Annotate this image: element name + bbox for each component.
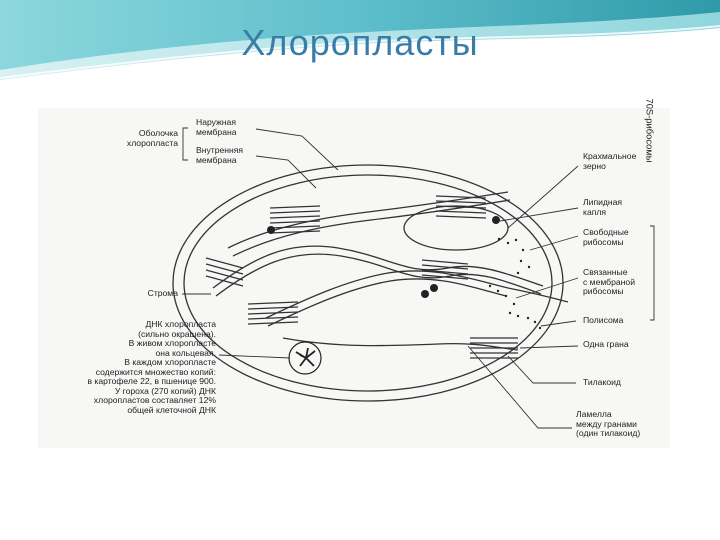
lamella-middle [212,245,544,289]
header-wave-decoration [0,0,720,80]
label-inner-membrane: Внутренняя мембрана [196,145,244,165]
label-lipid-droplet: Липидная капля [583,197,623,217]
chloroplast-diagram: Оболочка хлоропласта Наружная мембрана В… [38,108,670,448]
grana [205,195,518,359]
lamella-lower [265,270,569,319]
inner-membrane [183,174,553,392]
slide-title: Хлоропласты [241,22,479,63]
leader-lines [182,127,655,429]
label-dna: ДНК хлоропласта (сильно окрашена). В жив… [87,319,216,415]
label-free-ribosomes: Свободные рибосомы [583,227,629,247]
label-granum: Одна грана [583,339,629,349]
granum-center [421,259,469,280]
bound-ribosomes [488,284,542,330]
granum-lower-right [470,337,518,359]
label-70s-ribosomes: 70S-рибосомы [644,98,656,163]
granum-lower-left [247,301,299,325]
free-ribosomes [497,237,531,275]
granum-upper-right [435,195,487,219]
label-lamella: Ламелла между гранами (один тилакоид) [576,409,641,438]
granum-left [205,257,244,287]
label-outer-membrane: Наружная мембрана [196,117,237,137]
label-envelope: Оболочка хлоропласта [126,128,178,148]
label-bound-ribosomes: Связанные с мембраной рибосомы [583,267,635,296]
label-stroma: Строма [147,288,178,298]
chloroplast-drawing [172,127,655,429]
label-polysome: Полисома [583,315,624,325]
starch-grain [403,205,509,251]
granum-upper-left [269,205,321,234]
lamella-upper [227,191,509,249]
dna-nucleoid [288,341,322,375]
label-thylakoid: Тилакоид [583,377,621,387]
label-starch-grain: Крахмальное зерно [583,151,637,171]
lipid-droplets [267,216,500,298]
